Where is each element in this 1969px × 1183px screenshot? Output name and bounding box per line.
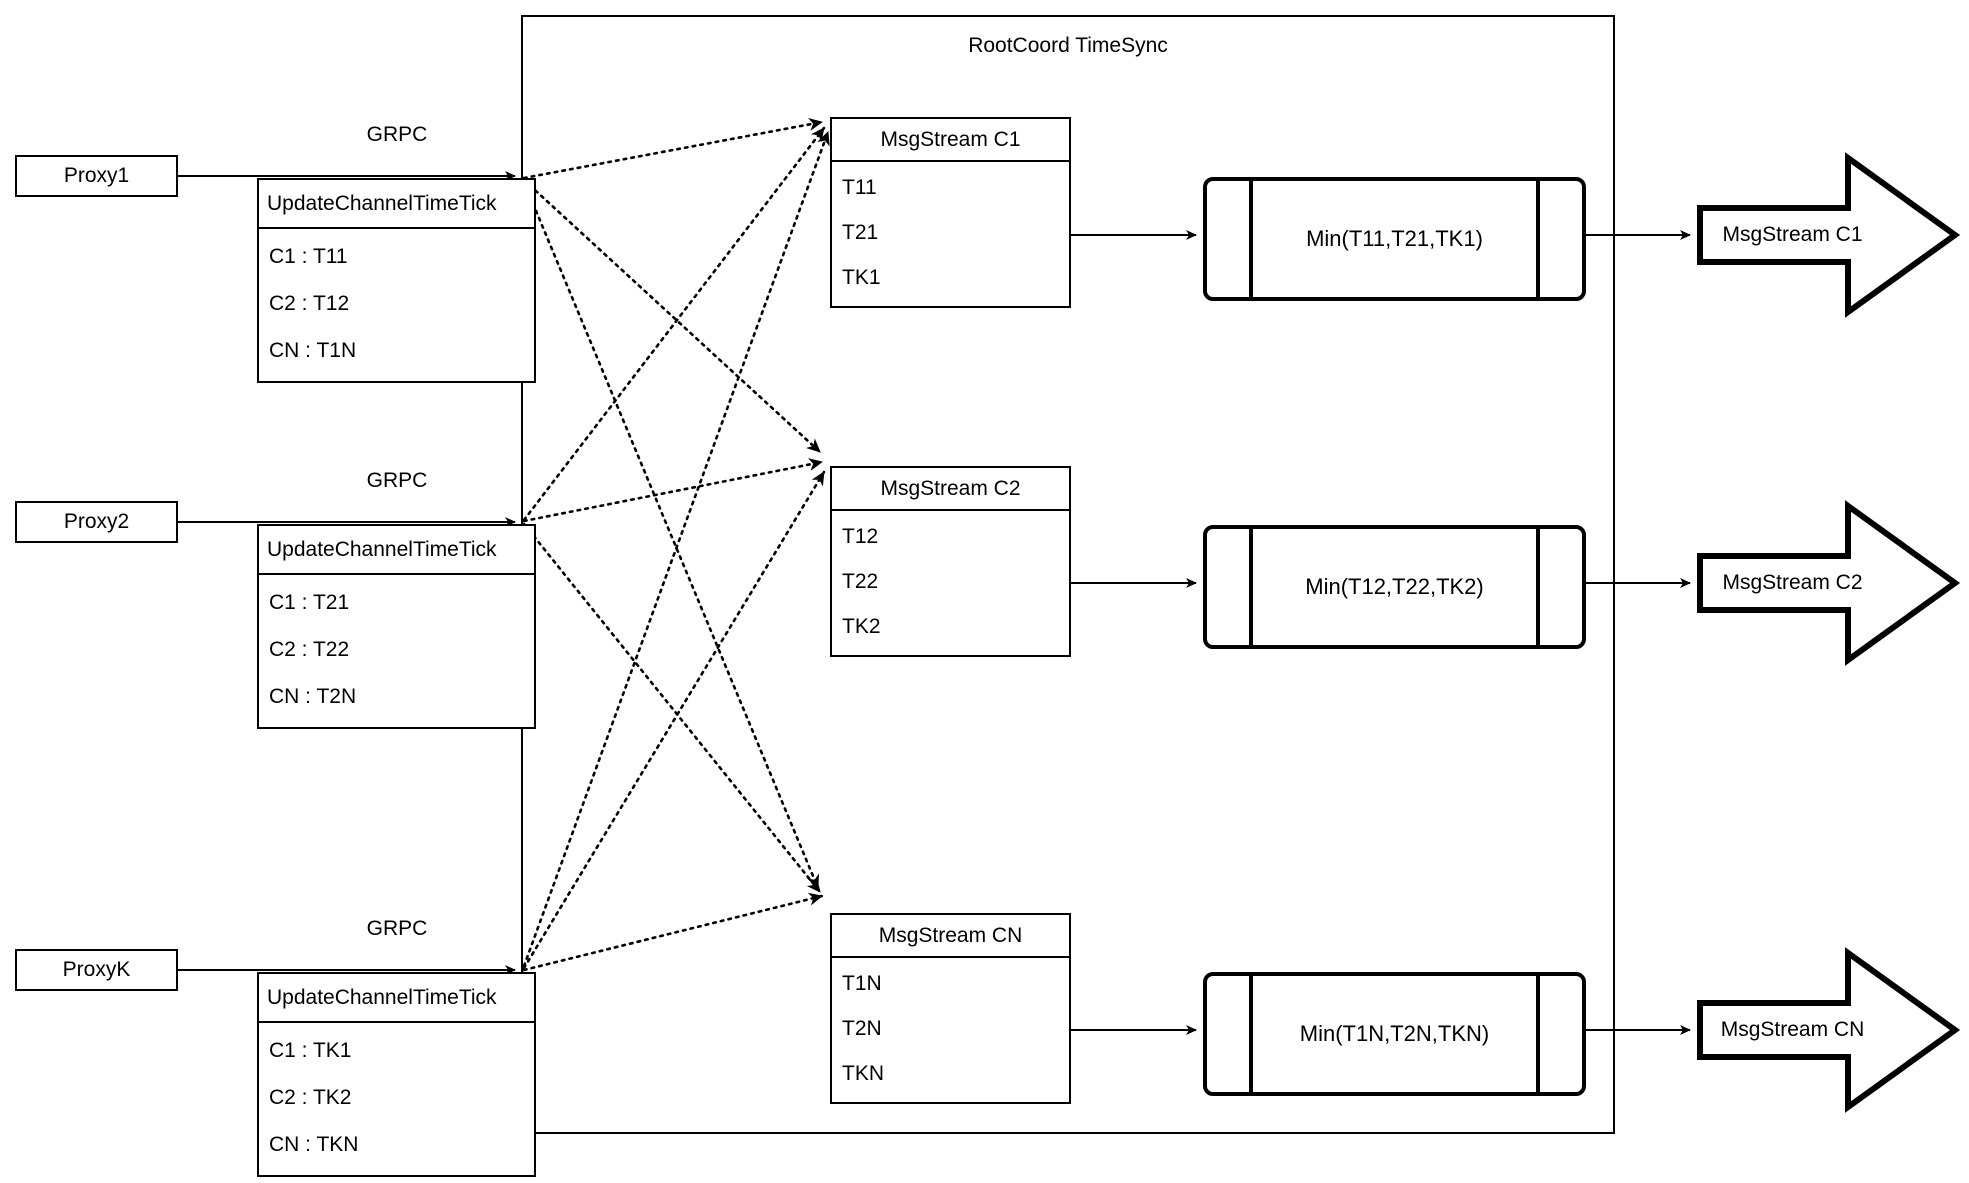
request-row: CN : TKN: [269, 1133, 359, 1157]
msgstream-header: MsgStream C2: [832, 468, 1069, 511]
min-process-label: Min(T11,T21,TK1): [1306, 226, 1483, 251]
request-rows: C1 : T11 C2 : T12 CN : T1N: [259, 229, 534, 381]
process-left-bar: [1249, 181, 1253, 297]
request-row: C1 : T21: [269, 590, 350, 614]
msgstream-row: T11: [842, 176, 877, 200]
grpc-label-k: GRPC: [366, 917, 428, 940]
process-right-bar: [1536, 529, 1540, 645]
request-rows: C1 : T21 C2 : T22 CN : T2N: [259, 575, 534, 727]
msgstream-row: TK1: [842, 265, 881, 289]
request-row: CN : T1N: [269, 339, 357, 363]
output-block-arrows: [1697, 152, 1961, 1113]
msgstream-rows: T12 T22 TK2: [832, 511, 1069, 655]
msgstream-header: MsgStream CN: [832, 915, 1069, 958]
output-msgstream-cn: MsgStream CN: [1700, 1003, 1885, 1057]
output-label: MsgStream C1: [1722, 223, 1863, 246]
process-left-bar: [1249, 529, 1253, 645]
request-row: C2 : T12: [269, 291, 350, 315]
msgstream-row: T12: [842, 525, 879, 549]
msgstream-row: TKN: [842, 1061, 884, 1085]
process-left-bar: [1249, 976, 1253, 1092]
min-process-label: Min(T1N,T2N,TKN): [1299, 1021, 1490, 1046]
proxy-label: Proxy2: [63, 510, 130, 533]
min-process-c2: Min(T12,T22,TK2): [1203, 525, 1586, 649]
msgstream-box-cn: MsgStream CN T1N T2N TKN: [830, 913, 1071, 1104]
grpc-label-1: GRPC: [366, 123, 428, 146]
output-label: MsgStream C2: [1722, 571, 1863, 594]
min-process-c1: Min(T11,T21,TK1): [1203, 177, 1586, 301]
msgstream-row: T2N: [842, 1016, 882, 1040]
msgstream-row: T21: [842, 220, 879, 244]
update-channel-timetick-box-k: UpdateChannelTimeTick C1 : TK1 C2 : TK2 …: [257, 972, 536, 1177]
msgstream-row: T22: [842, 569, 879, 593]
output-label: MsgStream CN: [1720, 1018, 1865, 1041]
msgstream-box-c2: MsgStream C2 T12 T22 TK2: [830, 466, 1071, 657]
msgstream-rows: T11 T21 TK1: [832, 162, 1069, 306]
update-channel-timetick-box-2: UpdateChannelTimeTick C1 : T21 C2 : T22 …: [257, 524, 536, 729]
proxy-box-2[interactable]: Proxy2: [15, 501, 178, 543]
request-row: C1 : TK1: [269, 1038, 352, 1062]
proxy-label: Proxy1: [63, 164, 130, 187]
request-row: C2 : T22: [269, 637, 350, 661]
msgstream-row: TK2: [842, 614, 881, 638]
proxy-box-k[interactable]: ProxyK: [15, 949, 178, 991]
region-title: RootCoord TimeSync: [968, 34, 1168, 57]
request-header: UpdateChannelTimeTick: [259, 180, 534, 229]
update-channel-timetick-box-1: UpdateChannelTimeTick C1 : T11 C2 : T12 …: [257, 178, 536, 383]
output-msgstream-c2: MsgStream C2: [1700, 556, 1885, 610]
request-row: CN : T2N: [269, 685, 357, 709]
msgstream-box-c1: MsgStream C1 T11 T21 TK1: [830, 117, 1071, 308]
msgstream-rows: T1N T2N TKN: [832, 958, 1069, 1102]
request-row: C2 : TK2: [269, 1085, 352, 1109]
process-right-bar: [1536, 976, 1540, 1092]
request-header: UpdateChannelTimeTick: [259, 974, 534, 1023]
request-rows: C1 : TK1 C2 : TK2 CN : TKN: [259, 1023, 534, 1175]
min-process-cn: Min(T1N,T2N,TKN): [1203, 972, 1586, 1096]
proxy-box-1[interactable]: Proxy1: [15, 155, 178, 197]
request-header: UpdateChannelTimeTick: [259, 526, 534, 575]
output-msgstream-c1: MsgStream C1: [1700, 208, 1885, 262]
grpc-label-2: GRPC: [366, 469, 428, 492]
min-process-label: Min(T12,T22,TK2): [1305, 574, 1484, 599]
request-row: C1 : T11: [269, 244, 348, 268]
msgstream-header: MsgStream C1: [832, 119, 1069, 162]
proxy-label: ProxyK: [62, 958, 131, 981]
process-right-bar: [1536, 181, 1540, 297]
msgstream-row: T1N: [842, 972, 882, 996]
